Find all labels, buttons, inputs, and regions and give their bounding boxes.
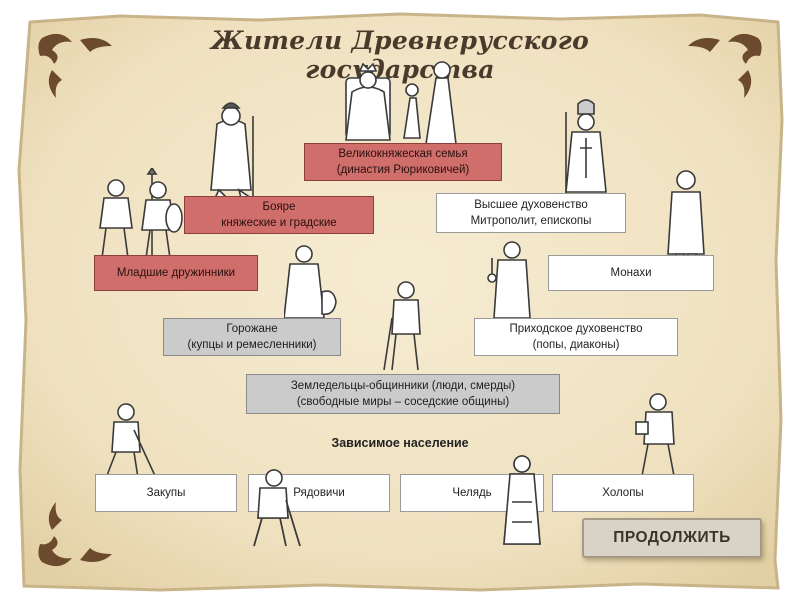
ryadovich-figure-overlay xyxy=(253,469,301,547)
box-farmers-line1: Земледельцы-общинники (люди, смерды) xyxy=(290,380,516,392)
box-higher-clergy-line2: Митрополит, епископы xyxy=(470,215,592,227)
box-higher-clergy-line1: Высшее духовенство xyxy=(474,199,588,211)
box-farmers: Земледельцы-общинники (люди, смерды) (св… xyxy=(246,374,560,414)
box-townspeople-line1: Горожане xyxy=(226,323,278,335)
farmer-figure xyxy=(383,281,421,371)
kholop-figure xyxy=(635,393,675,477)
box-boyars: Бояре княжеские и градские xyxy=(184,196,374,234)
corner-ornament-top-right xyxy=(688,33,762,98)
page-title: Жители Древнерусского государства xyxy=(210,26,590,84)
box-junior-druzhina: Младшие дружинники xyxy=(94,255,258,291)
zakup-figure xyxy=(105,403,157,479)
box-zakupy-line1: Закупы xyxy=(146,487,186,499)
box-grand-prince-family: Великокняжеская семья (династия Рюрикови… xyxy=(304,143,502,181)
box-parish-clergy: Приходское духовенство (попы, диаконы) xyxy=(474,318,678,356)
monk-figure xyxy=(667,170,705,261)
box-ryadovichi-line1: Рядовичи xyxy=(293,487,345,499)
box-parish-clergy-line1: Приходское духовенство xyxy=(509,323,643,335)
box-parish-clergy-line2: (попы, диаконы) xyxy=(532,339,620,351)
dependent-population-title: Зависимое население xyxy=(331,436,469,450)
box-kholopy-line1: Холопы xyxy=(602,487,644,499)
continue-button[interactable]: ПРОДОЛЖИТЬ xyxy=(582,518,762,558)
box-higher-clergy: Высшее духовенство Митрополит, епископы xyxy=(436,193,626,233)
box-boyars-line2: княжеские и градские xyxy=(221,217,337,229)
box-monks-line1: Монахи xyxy=(610,267,652,279)
merchant-figure xyxy=(284,245,337,319)
priest-figure xyxy=(487,241,531,319)
box-junior-druzhina-line1: Младшие дружинники xyxy=(116,267,236,279)
box-kholopy: Холопы xyxy=(552,474,694,512)
grand-prince-family-figures xyxy=(345,61,457,145)
box-chelyad-line1: Челядь xyxy=(452,487,492,499)
box-boyars-line1: Бояре xyxy=(262,201,296,213)
boyar-figure xyxy=(210,102,254,199)
corner-ornament-bottom-left xyxy=(38,502,112,567)
box-farmers-line2: (свободные миры – соседские общины) xyxy=(296,396,510,408)
bishop-figure xyxy=(565,99,607,194)
corner-ornament-top-left xyxy=(38,33,112,98)
box-grand-family-line1: Великокняжеская семья xyxy=(338,148,468,160)
box-zakupy: Закупы xyxy=(95,474,237,512)
box-grand-family-line2: (династия Рюриковичей) xyxy=(336,164,470,176)
box-monks: Монахи xyxy=(548,255,714,291)
box-townspeople-line2: (купцы и ремесленники) xyxy=(187,339,317,351)
box-townspeople: Горожане (купцы и ремесленники) xyxy=(163,318,341,356)
warriors-figure xyxy=(99,168,183,259)
chelyad-figure-overlay xyxy=(503,455,541,545)
